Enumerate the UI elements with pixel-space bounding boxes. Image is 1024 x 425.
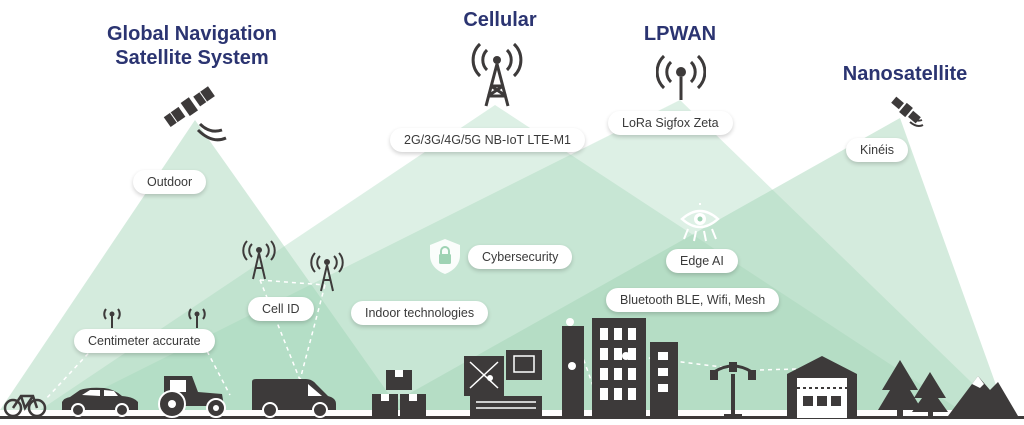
van-icon [250, 378, 338, 418]
lpwan-tech-label: LoRa Sigfox Zeta [608, 111, 733, 135]
ground-line [0, 416, 1024, 419]
outdoor-label: Outdoor [133, 170, 207, 194]
bicycle-icon [3, 392, 47, 418]
edge-ai-label: Edge AI [666, 249, 738, 273]
satellite-icon [158, 80, 228, 150]
cell-tower-small-icon [308, 252, 346, 292]
street-lamp-icon [710, 360, 756, 418]
city-buildings-icon [558, 316, 688, 418]
edge-ai-eye-icon [678, 203, 722, 243]
small-antenna-icon [185, 305, 209, 329]
car-icon [60, 386, 140, 418]
lpwan-antenna-icon [656, 52, 706, 102]
pine-trees-icon [878, 360, 950, 418]
lpwan-title: LPWAN [643, 23, 717, 45]
boxes-icon [370, 368, 428, 418]
small-antenna-icon [100, 305, 124, 329]
mountain-icon [948, 370, 1018, 418]
warehouse-icon [785, 352, 859, 418]
cellular-tech-label: 2G/3G/4G/5G NB-IoT LTE-M1 [390, 128, 585, 152]
factory-machine-icon [460, 348, 550, 418]
tractor-icon [152, 370, 232, 418]
cell-id-label: Cell ID [248, 297, 314, 321]
centimeter-label: Centimeter accurate [74, 329, 215, 353]
shield-lock-icon [428, 237, 462, 275]
kineis-label: Kinéis [846, 138, 909, 162]
nanosatellite-icon [888, 92, 924, 128]
cybersecurity-label: Cybersecurity [468, 245, 573, 269]
gnss-title: Global Navigation Satellite System [106, 23, 278, 69]
cell-tower-icon [462, 40, 532, 108]
indoor-label: Indoor technologies [351, 301, 489, 325]
bluetooth-label: Bluetooth BLE, Wifi, Mesh [606, 288, 780, 312]
cell-tower-small-icon [240, 240, 278, 280]
nanosatellite-title: Nanosatellite [842, 63, 968, 85]
cellular-title: Cellular [463, 9, 537, 31]
